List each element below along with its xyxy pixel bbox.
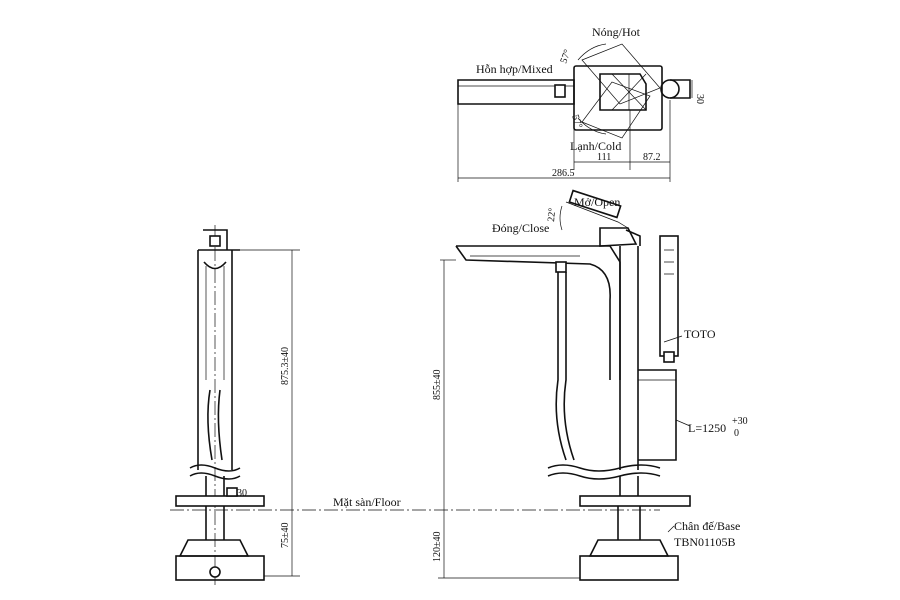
floor-label: Mặt sàn/Floor — [333, 495, 401, 509]
dim-87: 87.2 — [643, 152, 661, 163]
side-view: 30 875.3±40 75±40 — [175, 225, 300, 585]
dim-875: 875.3±40 — [280, 347, 291, 385]
open-label: Mở/Open — [574, 195, 620, 209]
base-label: Chân đế/Base — [674, 519, 740, 533]
hose-tol-plus: +30 — [732, 416, 748, 427]
angle-open: 22° — [546, 207, 558, 222]
dim-855: 855±40 — [432, 370, 443, 401]
angle-hot: 57° — [558, 48, 573, 65]
close-label: Đóng/Close — [492, 221, 549, 235]
mixed-label: Hỗn hợp/Mixed — [476, 62, 553, 76]
dim-75: 75±40 — [280, 523, 291, 549]
hose-tol-minus: 0 — [734, 428, 739, 439]
top-view: Nóng/Hot Hỗn hợp/Mixed Lạnh/Cold 57° 57°… — [457, 25, 705, 182]
angle-cold: 57° — [569, 113, 584, 130]
dim-30-side: 30 — [237, 488, 247, 499]
front-view: Mở/Open Đóng/Close 22° TOTO L=1250 +30 0… — [432, 189, 748, 581]
hose-length-label: L=1250 — [688, 421, 726, 435]
hot-label: Nóng/Hot — [592, 25, 641, 39]
dim-30-top: 30 — [694, 94, 705, 104]
cold-label: Lạnh/Cold — [570, 139, 621, 153]
brand-label: TOTO — [684, 327, 716, 341]
dim-286: 286.5 — [552, 168, 575, 179]
model-label: TBN01105B — [674, 535, 736, 549]
dim-120: 120±40 — [432, 532, 443, 563]
dim-111: 111 — [597, 152, 611, 163]
